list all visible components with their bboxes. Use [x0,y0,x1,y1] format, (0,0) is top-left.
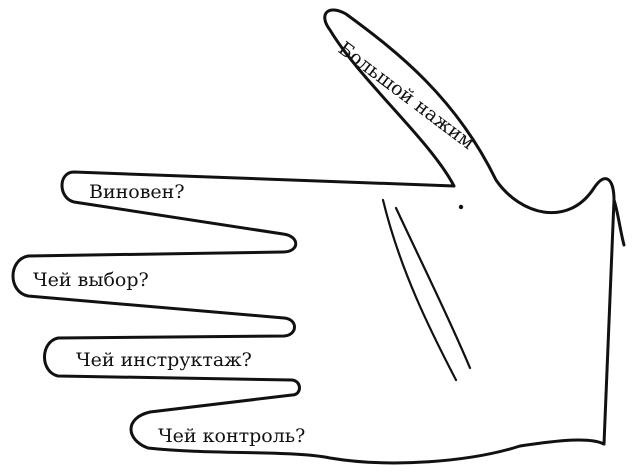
little-finger-label: Чей контроль? [158,425,305,447]
palm-edge [604,200,624,444]
palm-crease-inner [396,208,470,368]
ring-finger-label: Чей инструктаж? [76,349,252,371]
thumb-label: Большой нажим [334,37,479,154]
palm-crease-outer [383,200,456,380]
middle-finger-label: Чей выбор? [33,269,149,291]
hand-outline [13,10,614,463]
palm-dot [459,205,463,209]
index-finger-label: Виновен? [89,181,185,203]
